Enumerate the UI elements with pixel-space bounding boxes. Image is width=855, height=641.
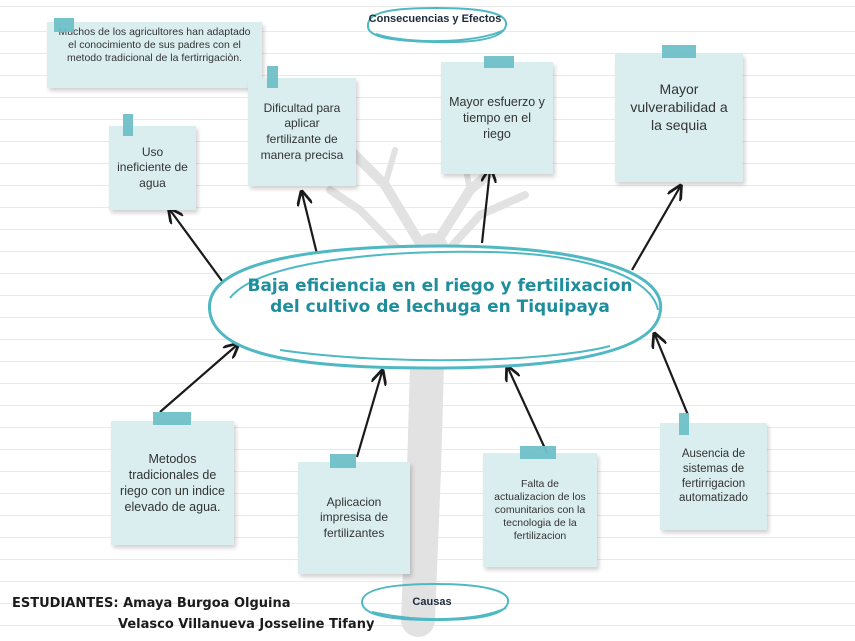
arrow-to-dificultad: [302, 193, 320, 259]
tape: [267, 66, 278, 88]
student-name-1: Amaya Burgoa Olguina: [123, 596, 291, 611]
consequences-label: Consecuencias y Efectos: [368, 13, 502, 25]
causes-pill: [360, 582, 510, 622]
student-name-2: Velasco Villanueva Josseline Tifany: [118, 617, 375, 632]
arrow-from-aplicacion: [355, 372, 382, 458]
note-cause-3: Falta de actualizacion de los comunitari…: [483, 453, 597, 567]
tape: [484, 56, 514, 68]
note-consequence-5: Mayor vulverabilidad a la sequia: [615, 54, 743, 182]
note-cause-4: Ausencia de sistemas de fertirrigacion a…: [660, 423, 767, 530]
students-line-1: ESTUDIANTES: Amaya Burgoa Olguina: [12, 596, 291, 611]
arrow-to-mayor-esfuerzo: [480, 170, 490, 244]
tape: [330, 454, 356, 468]
central-problem: Baja eficiencia en el riego y fertilixac…: [247, 276, 633, 317]
arrow-to-uso-ineficiente: [170, 210, 226, 286]
arrow-to-vulnerabilidad: [631, 187, 680, 271]
note-consequence-1: Muchos de los agricultores han adaptado …: [47, 22, 262, 88]
tape: [662, 45, 696, 58]
arrow-from-falta: [508, 368, 549, 456]
tape: [123, 114, 133, 136]
note-cause-1: Metodos tradicionales de riego con un in…: [111, 421, 234, 545]
note-consequence-4: Mayor esfuerzo y tiempo en el riego: [441, 62, 553, 174]
tape: [153, 412, 191, 425]
note-cause-2: Aplicacion impresisa de fertilizantes: [298, 462, 410, 574]
tape: [679, 413, 689, 435]
note-consequence-3: Dificultad para aplicar fertilizante de …: [248, 78, 356, 186]
tape: [54, 18, 74, 32]
causes-label: Causas: [412, 596, 452, 608]
central-ellipse: [208, 244, 663, 370]
consequences-pill: [366, 6, 508, 44]
arrow-from-metodos: [159, 345, 237, 413]
students-heading: ESTUDIANTES:: [12, 596, 119, 611]
note-consequence-2: Uso ineficiente de agua: [109, 126, 196, 210]
arrow-from-ausencia: [655, 335, 690, 416]
tape: [520, 446, 556, 459]
